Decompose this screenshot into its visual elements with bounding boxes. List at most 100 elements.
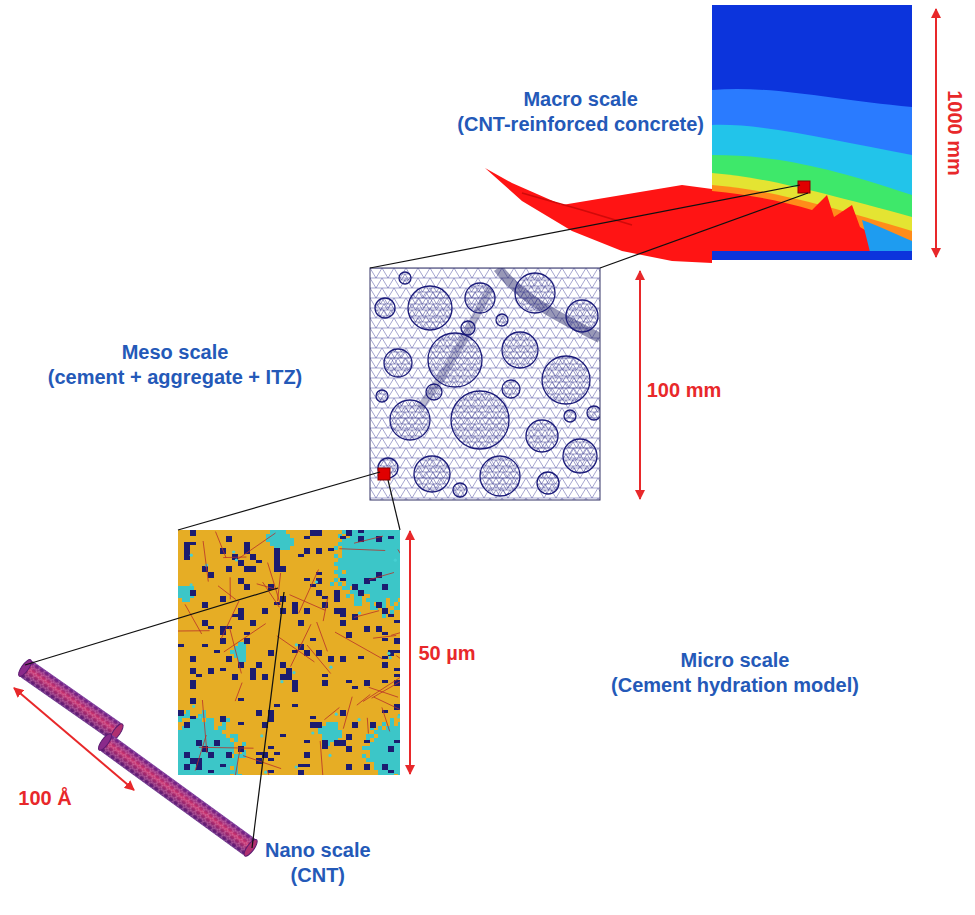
pore-cell <box>222 750 226 754</box>
clinker-cell <box>256 560 262 563</box>
pore-cell <box>330 738 334 742</box>
pore-cell <box>206 762 210 766</box>
pore-cell <box>378 558 382 562</box>
pore-cell <box>390 602 394 606</box>
pore-cell <box>178 750 182 754</box>
cnt-fibre <box>203 541 208 582</box>
pore-cell <box>378 546 382 550</box>
pore-cell <box>382 742 386 746</box>
clinker-cell <box>292 704 298 707</box>
pore-cell <box>210 762 214 766</box>
pore-dot <box>311 731 314 734</box>
clinker-cell <box>364 578 370 584</box>
pore-cell <box>350 574 354 578</box>
pore-cell <box>398 530 400 534</box>
pore-cell <box>398 758 400 762</box>
pore-dot <box>190 583 193 586</box>
pore-cell <box>190 738 194 742</box>
clinker-cell <box>346 734 352 740</box>
pore-cell <box>198 774 202 775</box>
pore-cell <box>386 738 390 742</box>
pore-cell <box>362 754 366 758</box>
cnt-fibre <box>291 624 312 667</box>
zoom-line <box>370 185 800 268</box>
clinker-cell <box>310 722 316 728</box>
clinker-cell <box>238 614 244 620</box>
pore-cell <box>386 542 390 546</box>
pore-cell <box>210 738 214 742</box>
pore-cell <box>190 730 194 734</box>
clinker-cell <box>310 716 316 719</box>
pore-cell <box>230 650 234 654</box>
pore-cell <box>374 738 378 742</box>
cnt-fibre <box>324 708 339 720</box>
clinker-cell <box>184 548 190 554</box>
pore-cell <box>354 570 358 574</box>
pore-cell <box>326 722 330 726</box>
pore-cell <box>374 750 378 754</box>
clinker-cell <box>316 590 322 596</box>
scale-name: Nano scale <box>265 838 371 863</box>
pore-cell <box>382 738 386 742</box>
cnt-fibre <box>238 533 276 559</box>
pore-cell <box>382 538 386 542</box>
clinker-cell <box>190 716 196 719</box>
clinker-cell <box>184 764 190 770</box>
cnt-fibre <box>396 656 400 688</box>
pore-cell <box>210 746 214 750</box>
pore-cell <box>370 594 374 598</box>
pore-cell <box>186 742 190 746</box>
pore-cell <box>282 534 286 538</box>
clinker-cell <box>388 614 394 617</box>
pore-cell <box>358 586 362 590</box>
pore-cell <box>282 538 286 542</box>
pore-cell <box>342 566 346 570</box>
pore-dot <box>292 671 295 674</box>
clinker-cell <box>340 578 346 581</box>
pore-cell <box>382 602 386 606</box>
pore-cell <box>394 538 398 542</box>
pore-dot <box>389 656 392 659</box>
clinker-cell <box>226 656 232 662</box>
clinker-cell <box>340 614 346 617</box>
cnt-fibre <box>185 604 202 634</box>
pore-cell <box>202 754 206 758</box>
pore-cell <box>222 726 226 730</box>
pore-cell <box>226 718 230 722</box>
pore-cell <box>374 758 378 762</box>
pore-cell <box>398 542 400 546</box>
pore-cell <box>234 758 238 762</box>
clinker-cell <box>394 668 400 671</box>
pore-cell <box>370 742 374 746</box>
pore-cell <box>194 730 198 734</box>
clinker-cell <box>262 674 268 680</box>
clinker-cell <box>184 542 190 548</box>
pore-cell <box>346 538 350 542</box>
pore-cell <box>350 562 354 566</box>
pore-cell <box>194 734 198 738</box>
clinker-cell <box>238 746 244 752</box>
pore-cell <box>178 718 182 722</box>
pore-cell <box>206 718 210 722</box>
pore-cell <box>350 558 354 562</box>
pore-cell <box>334 546 338 550</box>
pore-cell <box>202 758 206 762</box>
pore-cell <box>222 742 226 746</box>
pore-cell <box>182 758 186 762</box>
pore-cell <box>190 766 194 770</box>
cnt-fibre <box>221 601 239 639</box>
pore-cell <box>358 574 362 578</box>
clinker-cell <box>256 752 262 755</box>
pore-cell <box>378 582 382 586</box>
pore-cell <box>370 546 374 550</box>
pore-dot <box>328 754 331 757</box>
pore-cell <box>318 730 322 734</box>
pore-cell <box>362 566 366 570</box>
cnt-fibre <box>218 586 236 600</box>
pore-cell <box>270 538 274 542</box>
pore-cell <box>350 570 354 574</box>
clinker-cell <box>340 710 346 716</box>
pore-cell <box>378 746 382 750</box>
pore-cell <box>378 766 382 770</box>
clinker-cell <box>382 638 388 641</box>
